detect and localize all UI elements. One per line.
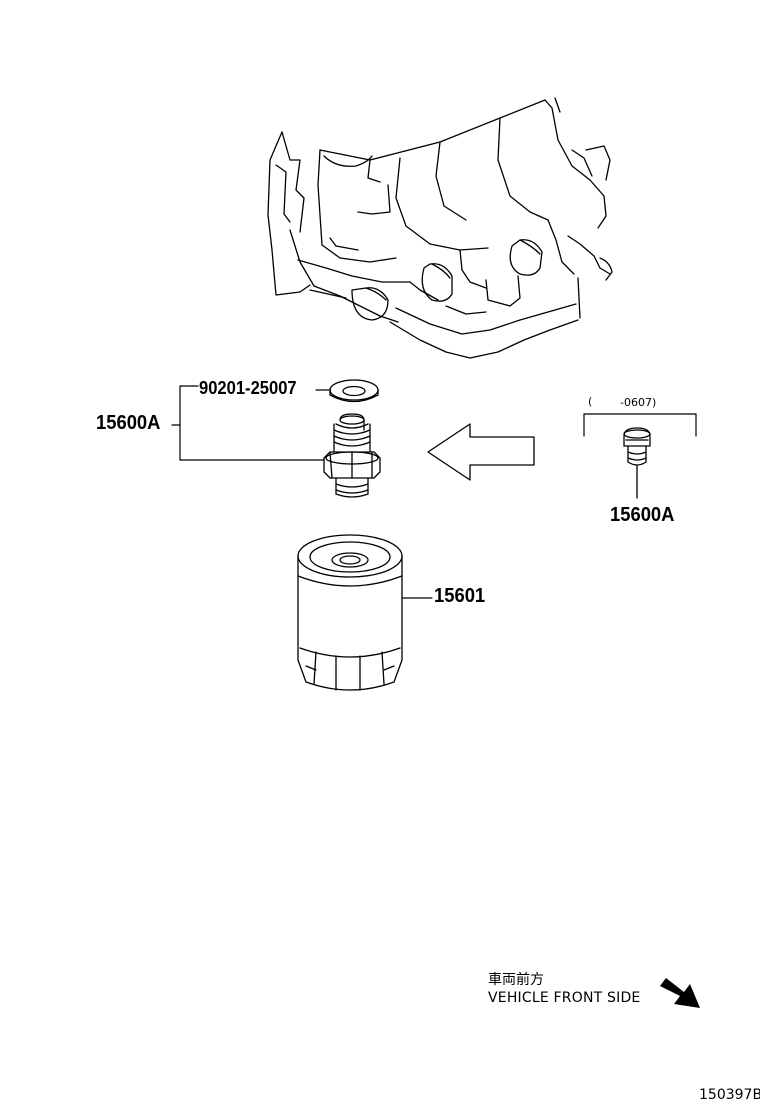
- gasket-part-number[interactable]: 90201-25007: [199, 378, 297, 398]
- figure-code: 150397B: [699, 1087, 760, 1103]
- date-range-open: (: [588, 395, 593, 408]
- union-bolt-illustration: [323, 413, 381, 498]
- oil-filter-part-number[interactable]: 15601: [434, 585, 486, 607]
- gasket-illustration: [329, 379, 379, 403]
- vehicle-front-side-label: VEHICLE FRONT SIDE: [488, 990, 641, 1006]
- leader-lines-left: [171, 385, 331, 461]
- arrow-left-outline-icon: [427, 423, 535, 481]
- oil-filter-illustration: [297, 534, 433, 691]
- date-range-end: -0607): [620, 396, 657, 409]
- union-bolt-old-part-number[interactable]: 15600A: [610, 504, 675, 526]
- engine-block-illustration: [267, 97, 613, 359]
- arrow-down-right-icon: [660, 978, 700, 1008]
- union-bolt-old-illustration: [623, 427, 651, 499]
- union-bolt-part-number[interactable]: 15600A: [96, 412, 161, 434]
- vehicle-front-japanese: 車両前方: [488, 972, 544, 988]
- right-inset-bracket: [583, 413, 697, 437]
